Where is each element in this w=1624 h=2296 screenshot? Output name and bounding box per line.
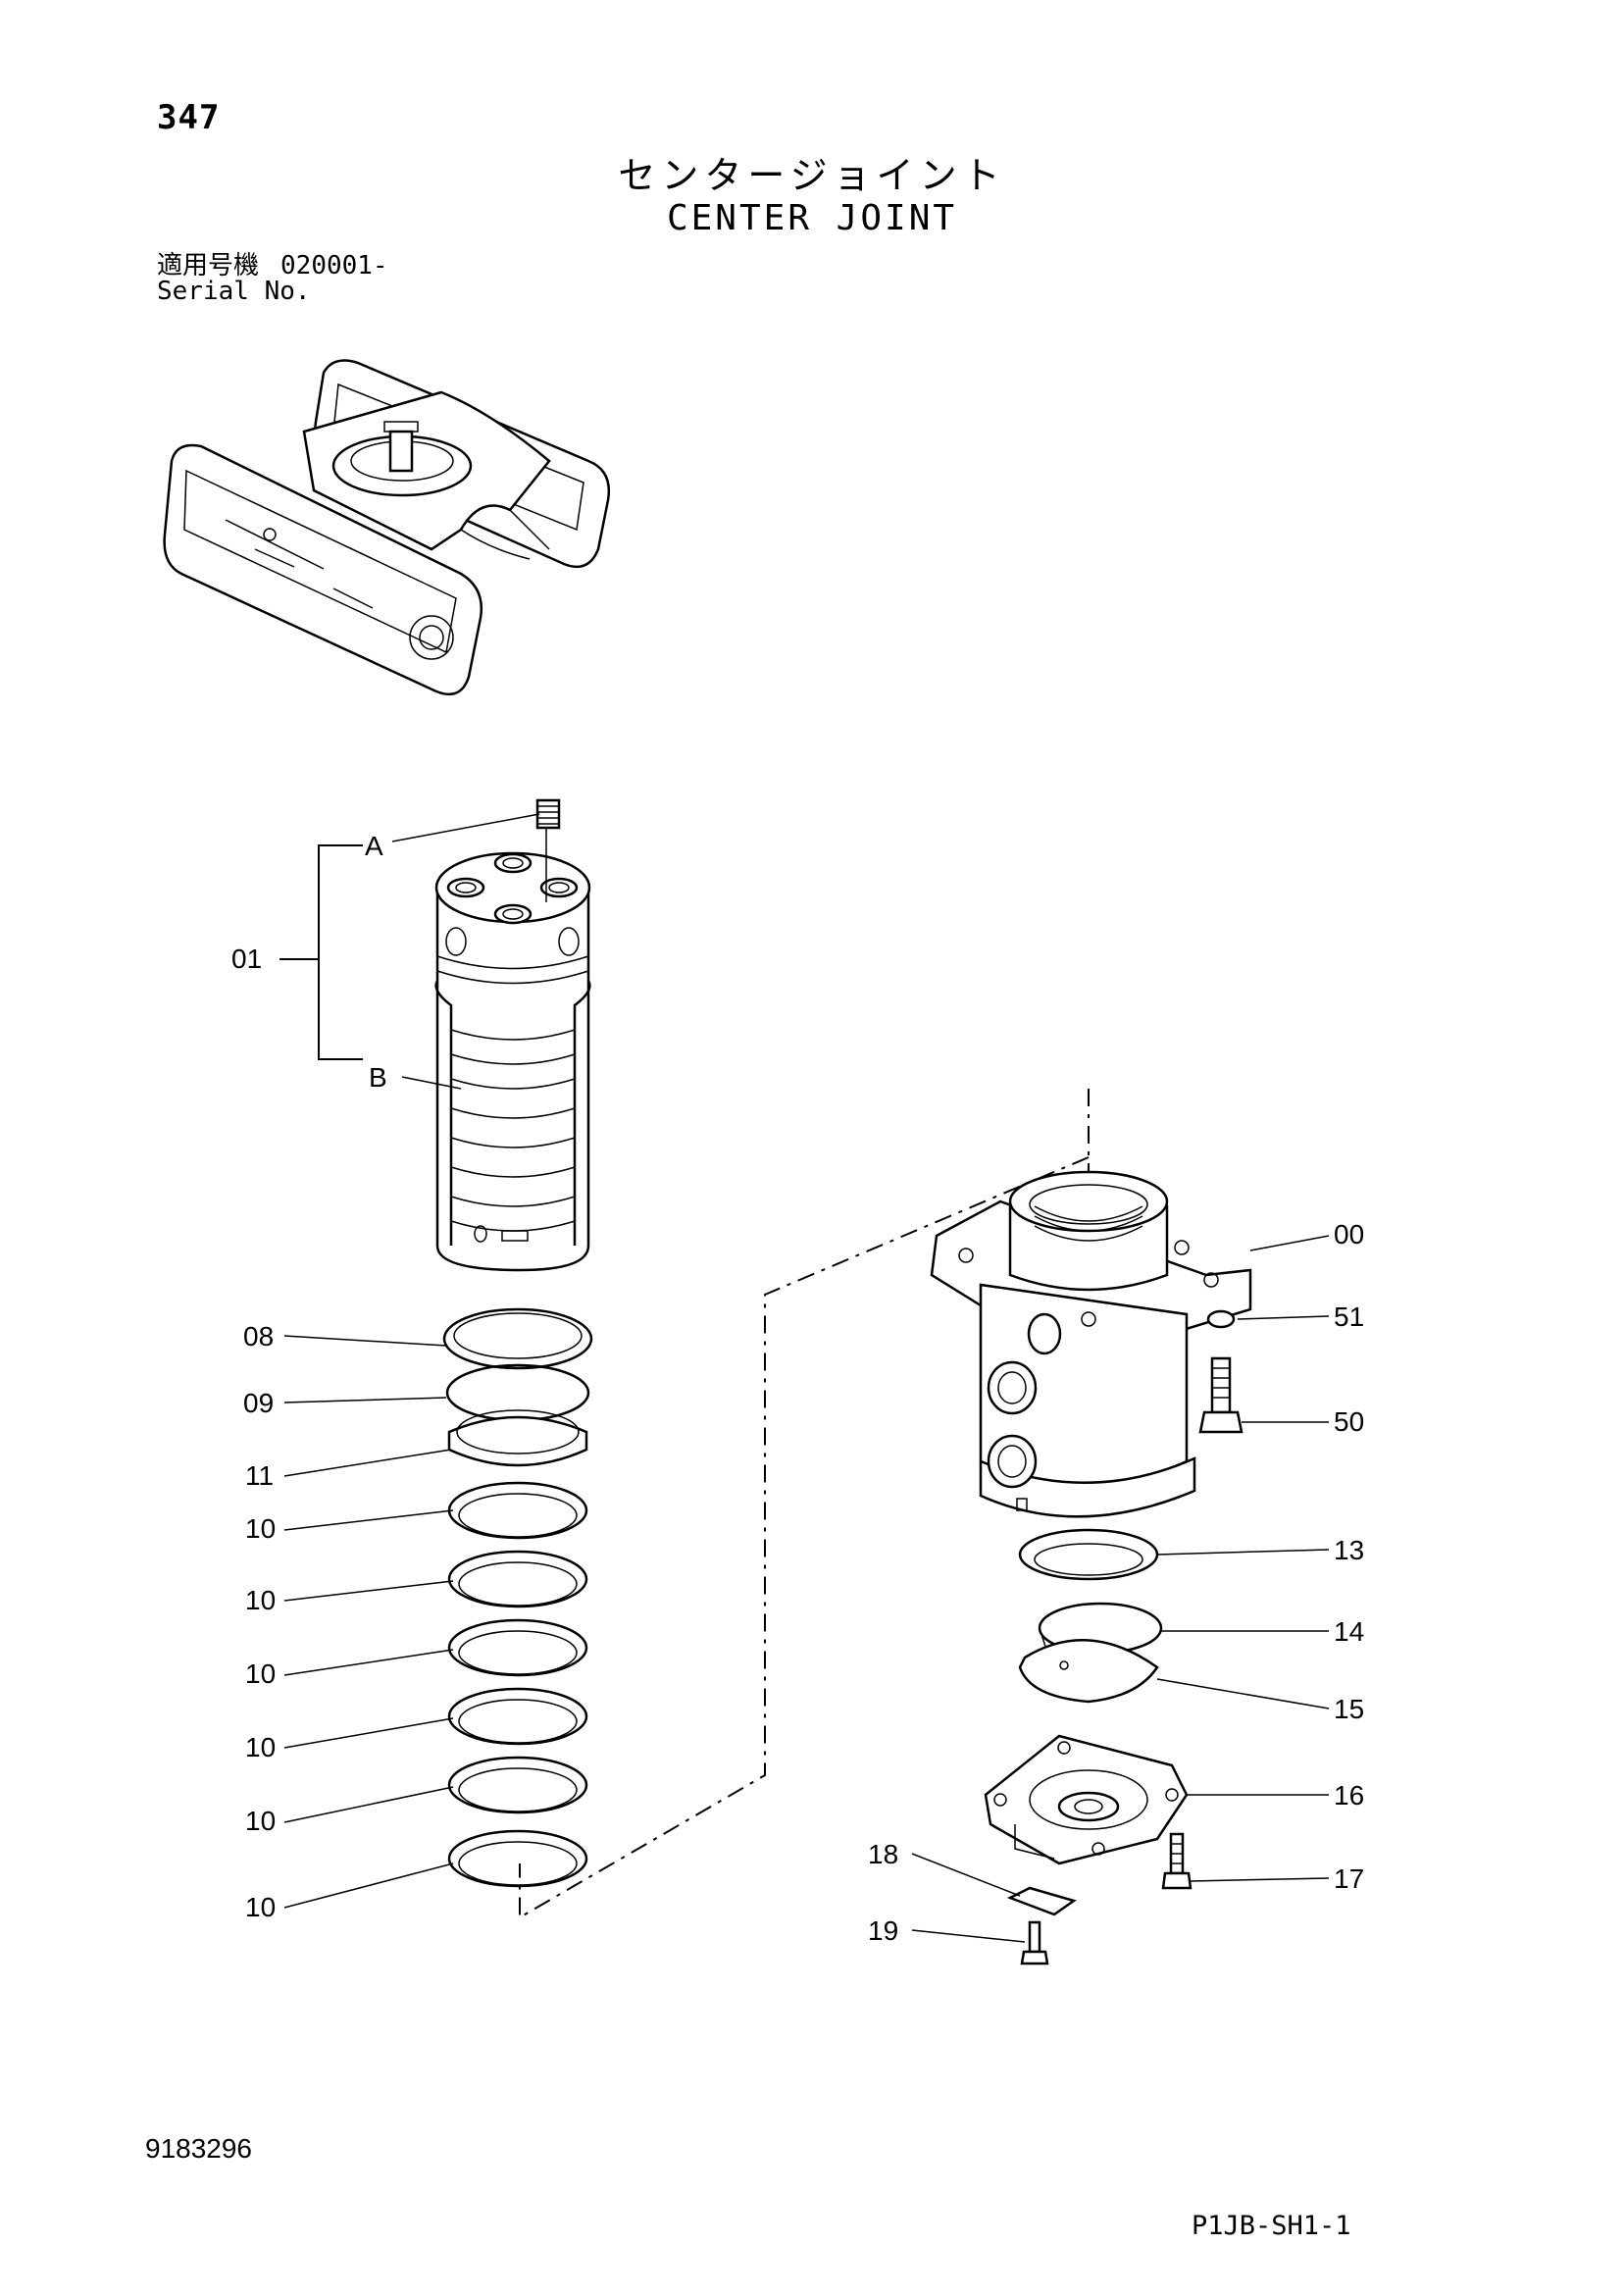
callout-00: 00 <box>1334 1219 1364 1250</box>
callout-01: 01 <box>231 944 262 974</box>
callout-14: 14 <box>1334 1616 1364 1647</box>
document-number: 9183296 <box>145 2133 253 2164</box>
callout-16: 16 <box>1334 1780 1364 1811</box>
callout-18: 18 <box>868 1839 898 1869</box>
callout-10a: 10 <box>245 1513 276 1544</box>
callout-10c: 10 <box>245 1658 276 1689</box>
callout-11: 11 <box>245 1460 274 1491</box>
undercarriage-overview <box>163 359 611 696</box>
assembly-bracket <box>318 844 338 1060</box>
sheet-code: P1JB-SH1-1 <box>1192 2211 1351 2241</box>
callout-08: 08 <box>243 1321 274 1352</box>
callout-51: 51 <box>1334 1301 1364 1332</box>
serial-value: 020001- <box>280 251 388 281</box>
callout-13: 13 <box>1334 1535 1364 1565</box>
serial-label-en: Serial No. <box>157 277 311 306</box>
page-number: 347 <box>157 98 221 137</box>
callout-17: 17 <box>1334 1863 1364 1894</box>
seal-rings <box>442 1307 593 1888</box>
washer-51 <box>1206 1309 1236 1329</box>
callout-10f: 10 <box>245 1892 276 1922</box>
callout-15: 15 <box>1334 1694 1364 1724</box>
callout-19: 19 <box>868 1915 898 1946</box>
bolt-17 <box>1161 1832 1193 1890</box>
cap-15 <box>1018 1638 1159 1704</box>
callout-09: 09 <box>243 1388 274 1418</box>
rotor-assembly <box>434 798 591 1272</box>
serial-block: 適用号機 020001- Serial No. <box>157 253 388 304</box>
cover-16 <box>984 1734 1189 1865</box>
joint-body <box>930 1170 1252 1518</box>
callout-50: 50 <box>1334 1406 1364 1437</box>
title-japanese: センタージョイント <box>618 154 1006 197</box>
callout-10b: 10 <box>245 1585 276 1615</box>
plate-18 <box>1006 1886 1077 1916</box>
title-english: CENTER JOINT <box>666 198 958 238</box>
callout-10d: 10 <box>245 1732 276 1762</box>
leader-lines <box>283 1235 1330 1943</box>
screw-19 <box>1020 1920 1049 1965</box>
callout-10e: 10 <box>245 1806 276 1836</box>
callout-B: B <box>369 1062 387 1093</box>
callout-A: A <box>365 831 383 861</box>
oring-13 <box>1018 1528 1159 1581</box>
bolt-50 <box>1198 1356 1243 1434</box>
serial-label-ja: 適用号機 <box>157 251 260 281</box>
